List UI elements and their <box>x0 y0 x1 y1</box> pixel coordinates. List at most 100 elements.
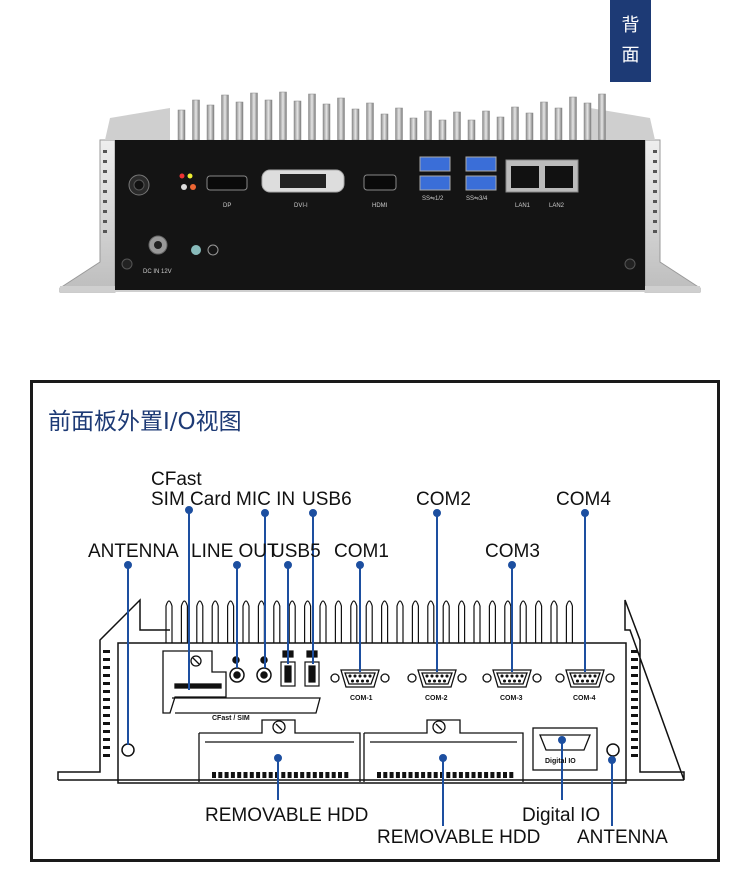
fin <box>350 600 358 643</box>
callout-removable-hdd-1: REMOVABLE HDD <box>205 805 369 826</box>
vent-slot <box>103 754 110 757</box>
vent-slot <box>103 690 110 693</box>
badge-char-2: 面 <box>621 45 640 66</box>
tray-grip <box>319 772 324 778</box>
lbl-usb12: SS⇋1/2 <box>422 195 444 202</box>
lbl-dp: DP <box>223 203 231 209</box>
tray-grip <box>421 772 426 778</box>
tray-grip <box>249 772 254 778</box>
tray-grip <box>230 772 235 778</box>
lbl-usb34: SS⇋3/4 <box>466 195 488 202</box>
vent-slot <box>103 682 110 685</box>
tray-grip <box>344 772 349 778</box>
com-port <box>330 669 390 688</box>
callout-antenna-bottom: ANTENNA <box>577 827 668 848</box>
tray-grip <box>458 772 463 778</box>
hdd-tray-2 <box>363 719 524 782</box>
com-port <box>407 669 467 688</box>
callout-digital-io: Digital IO <box>522 805 601 826</box>
side-vents <box>103 650 638 757</box>
tray-grip <box>414 772 419 778</box>
tray-grip <box>287 772 292 778</box>
panel-label-com4: COM-4 <box>573 695 596 702</box>
tray-grip <box>484 772 489 778</box>
callout-usb6: USB6 <box>302 489 352 510</box>
tray-grip <box>256 772 261 778</box>
callout-removable-hdd-2: REMOVABLE HDD <box>377 827 541 848</box>
vent-slot <box>631 722 638 725</box>
tray-grip <box>446 772 451 778</box>
tray-grip <box>212 772 216 778</box>
callout-com4: COM4 <box>556 489 611 510</box>
cfast-sim-slot <box>162 650 321 714</box>
tray-grip <box>395 772 400 778</box>
tray-grip <box>300 772 305 778</box>
fin <box>473 600 481 643</box>
tray-grip <box>383 772 388 778</box>
fin <box>488 600 496 643</box>
vent-slot <box>631 682 638 685</box>
tray-grip <box>377 772 381 778</box>
fin <box>411 600 419 643</box>
fin <box>565 600 573 643</box>
vent-slot <box>631 706 638 709</box>
com-port <box>555 669 615 688</box>
callout-com2: COM2 <box>416 489 471 510</box>
callout-cfast: CFast <box>151 469 202 490</box>
vent-slot <box>103 706 110 709</box>
lbl-lan1: LAN1 <box>515 203 531 209</box>
tray-grip <box>338 772 342 778</box>
fin <box>257 600 265 643</box>
vent-slot <box>103 666 110 669</box>
tray-grip <box>477 772 482 778</box>
lbl-dvi: DVI-I <box>294 203 308 209</box>
diagram-frame <box>30 380 720 862</box>
tray-grip <box>293 772 298 778</box>
fin <box>165 600 173 643</box>
heatsink-fins <box>177 91 606 141</box>
tray-grip <box>389 772 394 778</box>
tray-grip <box>243 772 248 778</box>
vent-slot <box>103 674 110 677</box>
fin <box>427 600 435 643</box>
tray-grip <box>281 772 286 778</box>
usb-ports <box>419 156 497 191</box>
diagram-title: 前面板外置I/O视图 <box>48 409 242 435</box>
fin <box>519 600 527 643</box>
back-panel-photo: DP DVI-I HDMI SS⇋1/2 SS⇋3/4 LAN1 LAN2 DC… <box>59 91 701 293</box>
tray-grip <box>331 772 336 778</box>
fin <box>227 600 235 643</box>
panel-label-com1: COM-1 <box>350 695 373 702</box>
vent-slot <box>631 650 638 653</box>
com-port <box>482 669 542 688</box>
tray-grip <box>218 772 223 778</box>
fin <box>273 600 281 643</box>
tray-grip <box>306 772 311 778</box>
leader-lines <box>124 506 616 826</box>
com-ports <box>330 669 615 688</box>
callout-sim-card: SIM Card <box>151 489 232 510</box>
fin <box>396 600 404 643</box>
fin <box>535 600 543 643</box>
digital-io-port <box>532 727 598 771</box>
tray-grip <box>408 772 413 778</box>
vent-slot <box>103 738 110 741</box>
vent-slot <box>631 714 638 717</box>
vent-slot <box>631 738 638 741</box>
fin <box>242 600 250 643</box>
lbl-dcin: DC IN 12V <box>143 269 172 275</box>
vent-slot <box>103 714 110 717</box>
tray-grip <box>268 772 273 778</box>
callout-mic-in: MIC IN <box>236 489 296 510</box>
fin <box>442 600 450 643</box>
tray-grip <box>262 772 267 778</box>
hdmi-port <box>363 174 397 191</box>
lbl-hdmi: HDMI <box>372 203 388 209</box>
tray-grip <box>433 772 438 778</box>
tray-grip <box>490 772 495 778</box>
tray-grip <box>224 772 229 778</box>
tray-grip <box>503 772 507 778</box>
tray-grip <box>427 772 432 778</box>
vent-slot <box>103 746 110 749</box>
antenna-left-hole <box>121 743 135 757</box>
